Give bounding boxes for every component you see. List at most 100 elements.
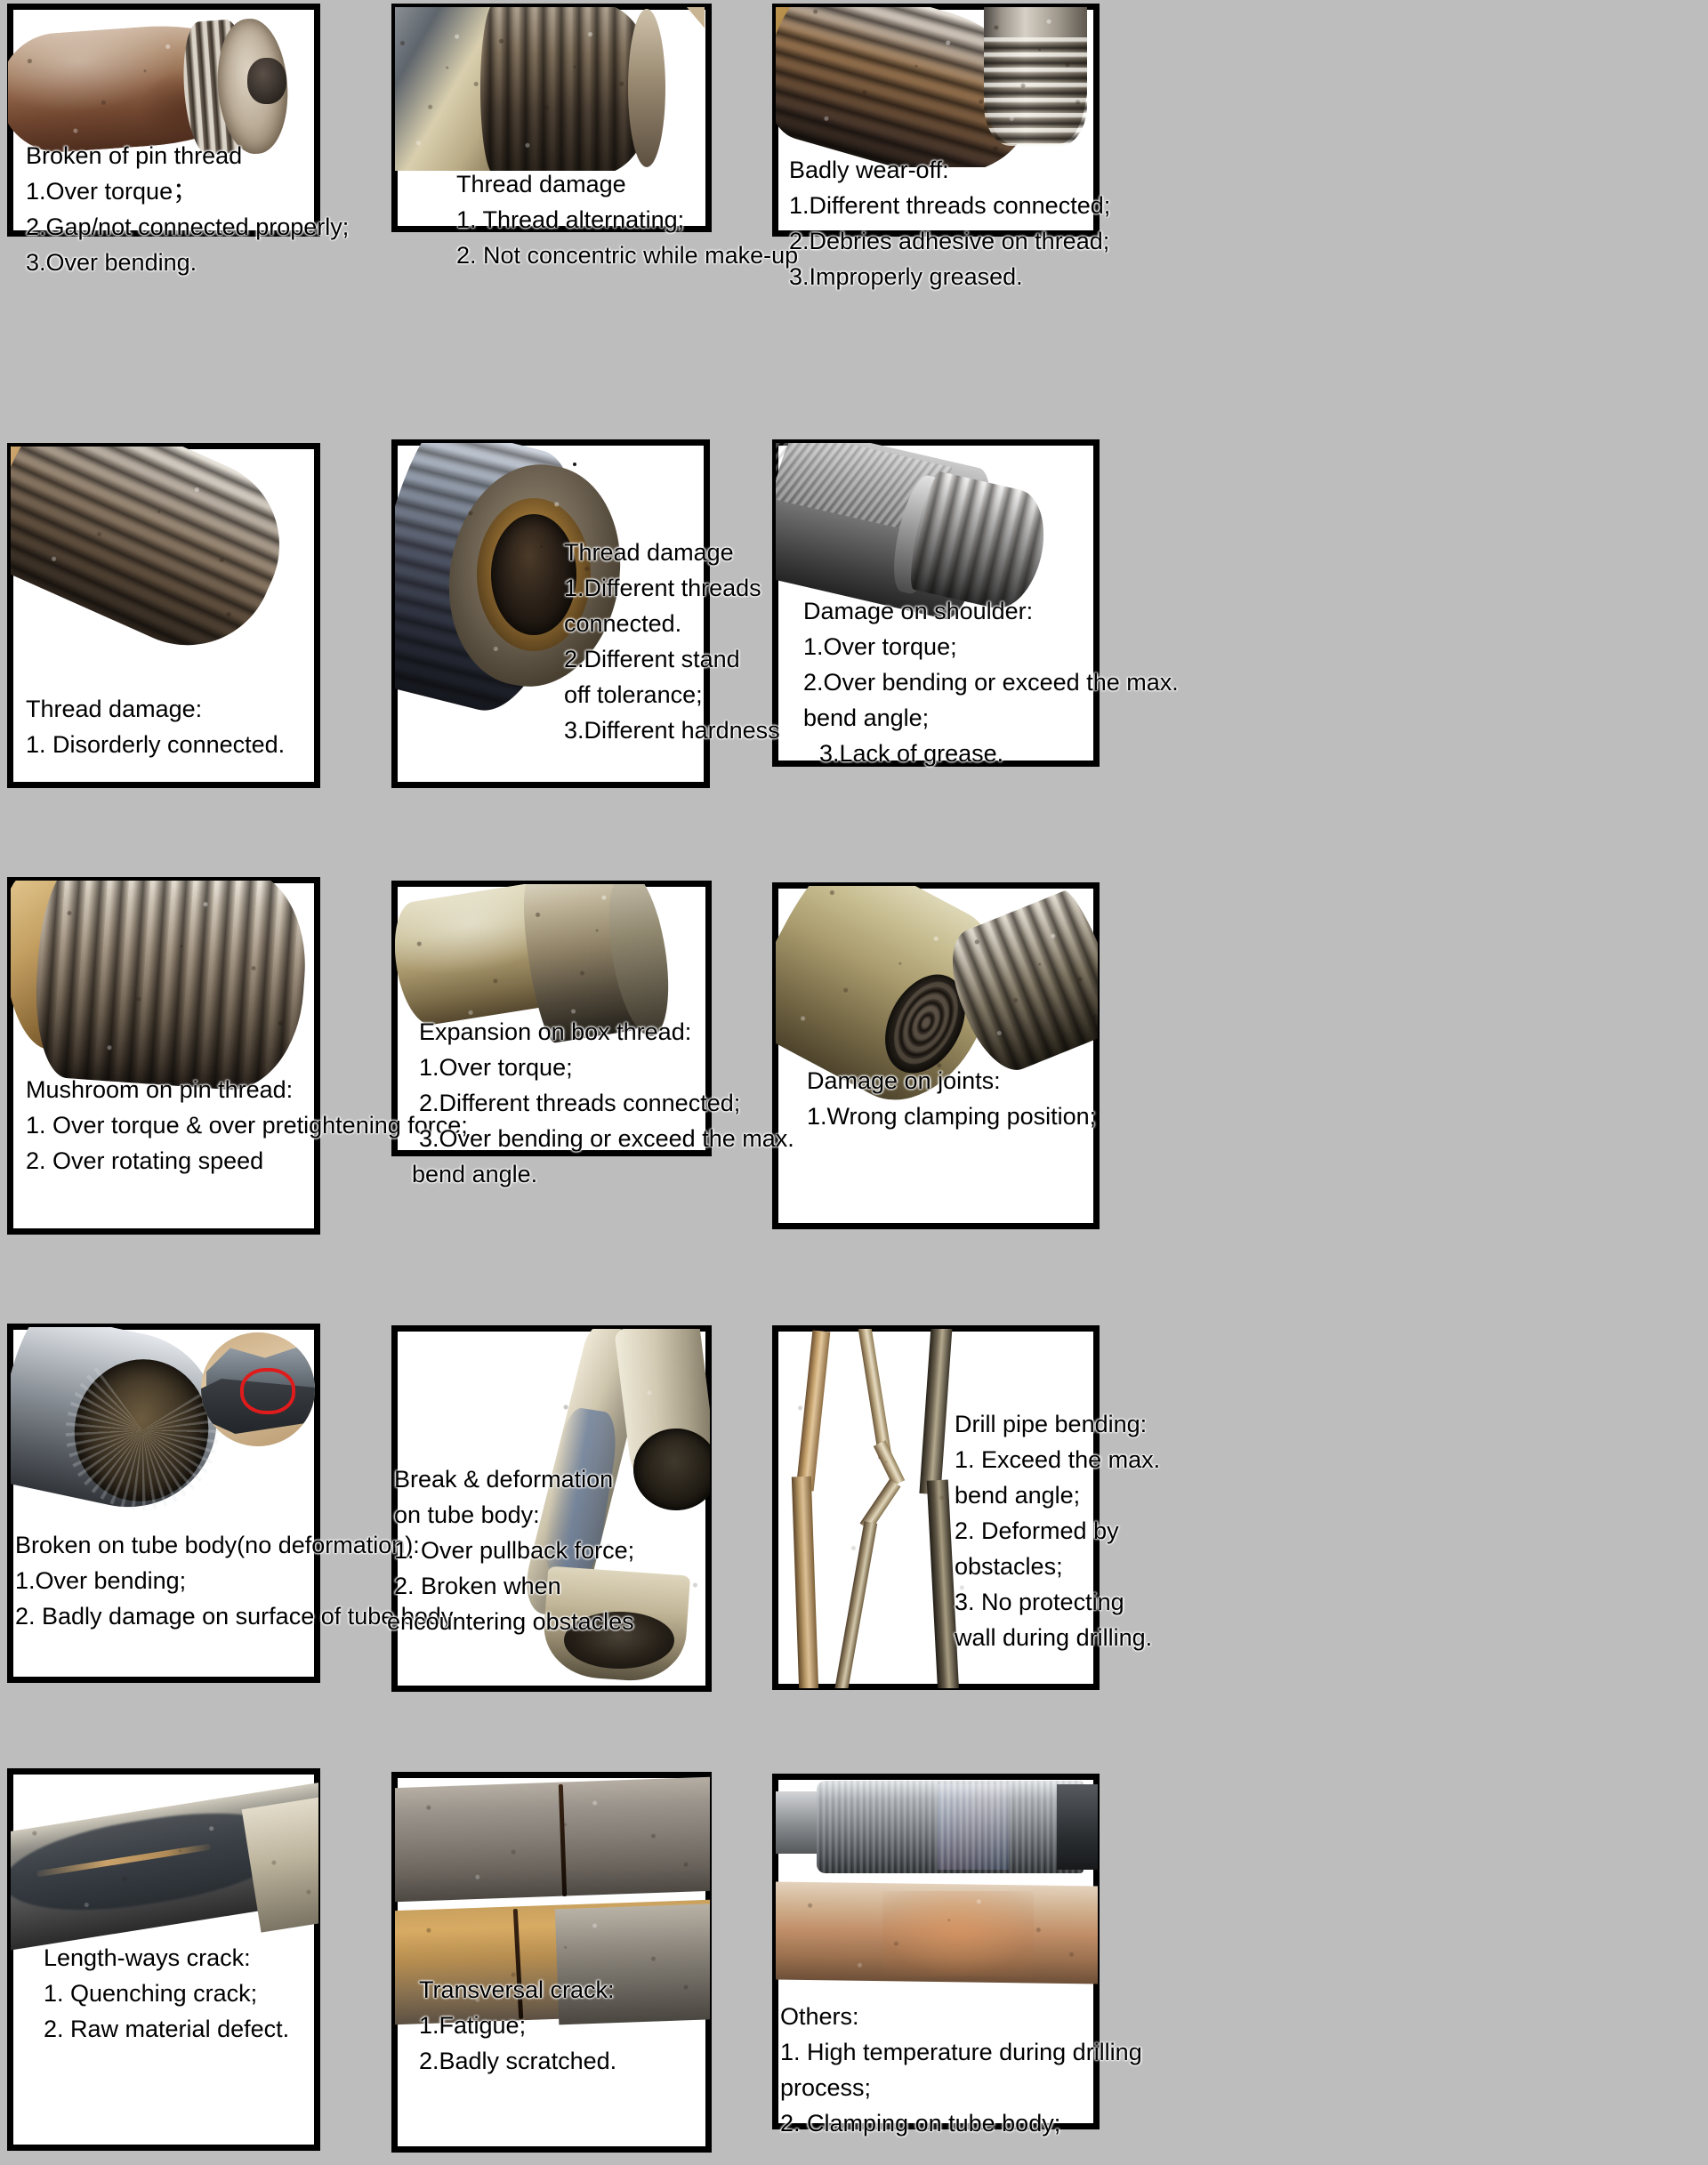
caption-item: wall during drilling. (955, 1624, 1153, 1651)
caption-item: 3.Improperly greased. (789, 263, 1023, 290)
photo-break-deformation-tube-body (395, 1329, 710, 1690)
caption-item: 1. Disorderly connected. (26, 731, 286, 758)
photo-mushroom-on-pin-thread (11, 881, 318, 1183)
caption-item: 1.Over torque； (26, 178, 197, 205)
caption-broken-pin-thread: Broken of pin thread 1.Over torque； 2.Ga… (26, 138, 349, 280)
caption-title: Transversal crack: (419, 1976, 615, 2003)
caption-thread-damage-different-threads: Thread damage 1.Different threads connec… (564, 535, 780, 748)
caption-item: 1. Quenching crack; (44, 1980, 258, 2007)
caption-item: 2. Over rotating speed (26, 1147, 264, 1174)
caption-item: 1.Wrong clamping position; (807, 1103, 1097, 1130)
photo-thread-damage-alternating (395, 7, 705, 171)
panel-damage-on-shoulder[interactable]: Damage on shoulder: 1.Over torque; 2.Ove… (772, 439, 1179, 767)
caption-item: 1.Over torque; (419, 1054, 573, 1081)
caption-item: 1.Fatigue; (419, 2012, 527, 2039)
caption-title: Thread damage: (26, 696, 203, 722)
panel-drill-pipe-bending[interactable]: Drill pipe bending: 1. Exceed the max. b… (772, 1325, 1160, 1690)
caption-title: Badly wear-off: (789, 157, 949, 183)
caption-item: 2.Over bending or exceed the max. (803, 669, 1179, 696)
caption-item: 2.Different threads connected; (419, 1090, 741, 1116)
caption-item: obstacles; (955, 1553, 1063, 1580)
caption-title: Expansion on box thread: (419, 1018, 692, 1045)
caption-badly-wear-off: Badly wear-off: 1.Different threads conn… (789, 152, 1110, 294)
caption-length-ways-crack: Length-ways crack: 1. Quenching crack; 2… (44, 1940, 289, 2047)
caption-item: 1.Different threads connected; (789, 192, 1111, 219)
caption-thread-damage-disorderly: Thread damage: 1. Disorderly connected. (26, 691, 285, 762)
caption-item: 2.Gap/not connected properly; (26, 213, 350, 240)
caption-item: 2. Clamping on tube body; (780, 2110, 1061, 2137)
photo-damage-on-joints (776, 886, 1098, 1153)
caption-drill-pipe-bending: Drill pipe bending: 1. Exceed the max. b… (955, 1406, 1160, 1655)
caption-thread-damage-alternating: Thread damage 1. Thread alternating; 2. … (456, 166, 798, 273)
caption-title: Thread damage (564, 539, 734, 566)
caption-item: 2.Different stand (564, 646, 740, 672)
caption-others: Others: 1. High temperature during drill… (780, 1999, 1142, 2141)
panel-others[interactable]: Others: 1. High temperature during drill… (772, 1774, 1142, 2137)
caption-item: 2. Broken when (394, 1573, 561, 1599)
panel-thread-damage-different-threads[interactable]: Thread damage 1.Different threads connec… (391, 439, 780, 788)
caption-item: encountering obstacles (387, 1608, 634, 1635)
caption-title: Break & deformation (394, 1466, 614, 1493)
photo-others (776, 1777, 1098, 2071)
caption-item: 3.Lack of grease. (819, 740, 1004, 767)
caption-item: 2.Debries adhesive on thread; (789, 228, 1110, 254)
caption-break-deformation-tube-body: Break & deformation on tube body: 1. Ove… (387, 1461, 635, 1639)
caption-item: 1.Over torque; (803, 633, 957, 660)
photo-broken-pin-thread (8, 6, 321, 171)
caption-item: bend angle; (803, 704, 930, 731)
caption-item: on tube body: (394, 1501, 540, 1528)
photo-broken-on-tube-body (11, 1327, 318, 1621)
caption-item: off tolerance; (564, 681, 703, 708)
caption-title: Others: (780, 2003, 859, 2030)
caption-item: bend angle; (955, 1482, 1081, 1509)
caption-transversal-crack: Transversal crack: 1.Fatigue; 2.Badly sc… (419, 1972, 616, 2079)
caption-item: 3. No protecting (955, 1589, 1124, 1615)
photo-thread-damage-disorderly (11, 447, 318, 713)
caption-item: 3.Over bending or exceed the max. (419, 1125, 794, 1152)
caption-item: bend angle. (412, 1161, 538, 1187)
caption-title: Mushroom on pin thread: (26, 1076, 294, 1103)
panel-badly-wear-off[interactable]: Badly wear-off: 1.Different threads conn… (772, 4, 1110, 290)
caption-item: 2. Raw material defect. (44, 2016, 290, 2042)
caption-item: 2. Not concentric while make-up (456, 242, 799, 269)
panel-mushroom-on-pin-thread[interactable]: Mushroom on pin thread: 1. Over torque &… (7, 877, 468, 1235)
caption-item: 1. Thread alternating; (456, 206, 685, 233)
caption-title: Thread damage (456, 171, 626, 197)
panel-expansion-on-box-thread[interactable]: Expansion on box thread: 1.Over torque; … (391, 881, 794, 1187)
photo-thread-damage-different-threads (395, 443, 708, 786)
caption-damage-on-joints: Damage on joints: 1.Wrong clamping posit… (807, 1063, 1096, 1134)
caption-title: Damage on shoulder: (803, 598, 1034, 624)
panel-broken-pin-thread[interactable]: Broken of pin thread 1.Over torque； 2.Ga… (7, 4, 349, 276)
caption-item: 1. Over pullback force; (394, 1537, 635, 1564)
red-circle-annotation (240, 1368, 295, 1414)
panel-broken-on-tube-body[interactable]: Broken on tube body(no deformation): 1.O… (7, 1324, 458, 1683)
caption-title: Length-ways crack: (44, 1944, 251, 1971)
photo-badly-wear-off (776, 7, 1098, 167)
caption-item: 3.Over bending. (26, 249, 197, 276)
caption-item: 1. High temperature during drilling (780, 2039, 1142, 2065)
caption-broken-on-tube-body: Broken on tube body(no deformation): 1.O… (15, 1527, 458, 1634)
caption-item: 1.Over bending; (15, 1567, 187, 1594)
caption-item: process; (780, 2074, 872, 2101)
panel-thread-damage-disorderly[interactable]: Thread damage: 1. Disorderly connected. (7, 443, 320, 788)
panel-break-deformation-tube-body[interactable]: Break & deformation on tube body: 1. Ove… (387, 1325, 712, 1692)
panel-damage-on-joints[interactable]: Damage on joints: 1.Wrong clamping posit… (772, 882, 1100, 1229)
caption-mushroom-on-pin-thread: Mushroom on pin thread: 1. Over torque &… (26, 1072, 468, 1179)
caption-item: connected. (564, 610, 682, 637)
photo-transversal-crack (395, 1775, 710, 2060)
caption-title: Broken of pin thread (26, 142, 243, 169)
caption-item: 2. Badly damage on surface of tube body. (15, 1603, 458, 1630)
caption-item: 1. Exceed the max. (955, 1446, 1161, 1473)
caption-expansion-on-box-thread: Expansion on box thread: 1.Over torque; … (412, 1014, 794, 1192)
caption-damage-on-shoulder: Damage on shoulder: 1.Over torque; 2.Ove… (803, 593, 1179, 771)
caption-title: Damage on joints: (807, 1067, 1001, 1094)
photo-length-ways-crack (11, 1772, 318, 1994)
caption-item: 3.Different hardness (564, 717, 780, 744)
panel-transversal-crack[interactable]: Transversal crack: 1.Fatigue; 2.Badly sc… (391, 1772, 712, 2153)
panel-length-ways-crack[interactable]: Length-ways crack: 1. Quenching crack; 2… (7, 1768, 320, 2151)
caption-title: Drill pipe bending: (955, 1411, 1148, 1437)
photo-drill-pipe-bending (776, 1329, 1098, 1688)
caption-item: 1.Different threads (564, 575, 761, 601)
panel-thread-damage-alternating[interactable]: Thread damage 1. Thread alternating; 2. … (391, 4, 798, 269)
